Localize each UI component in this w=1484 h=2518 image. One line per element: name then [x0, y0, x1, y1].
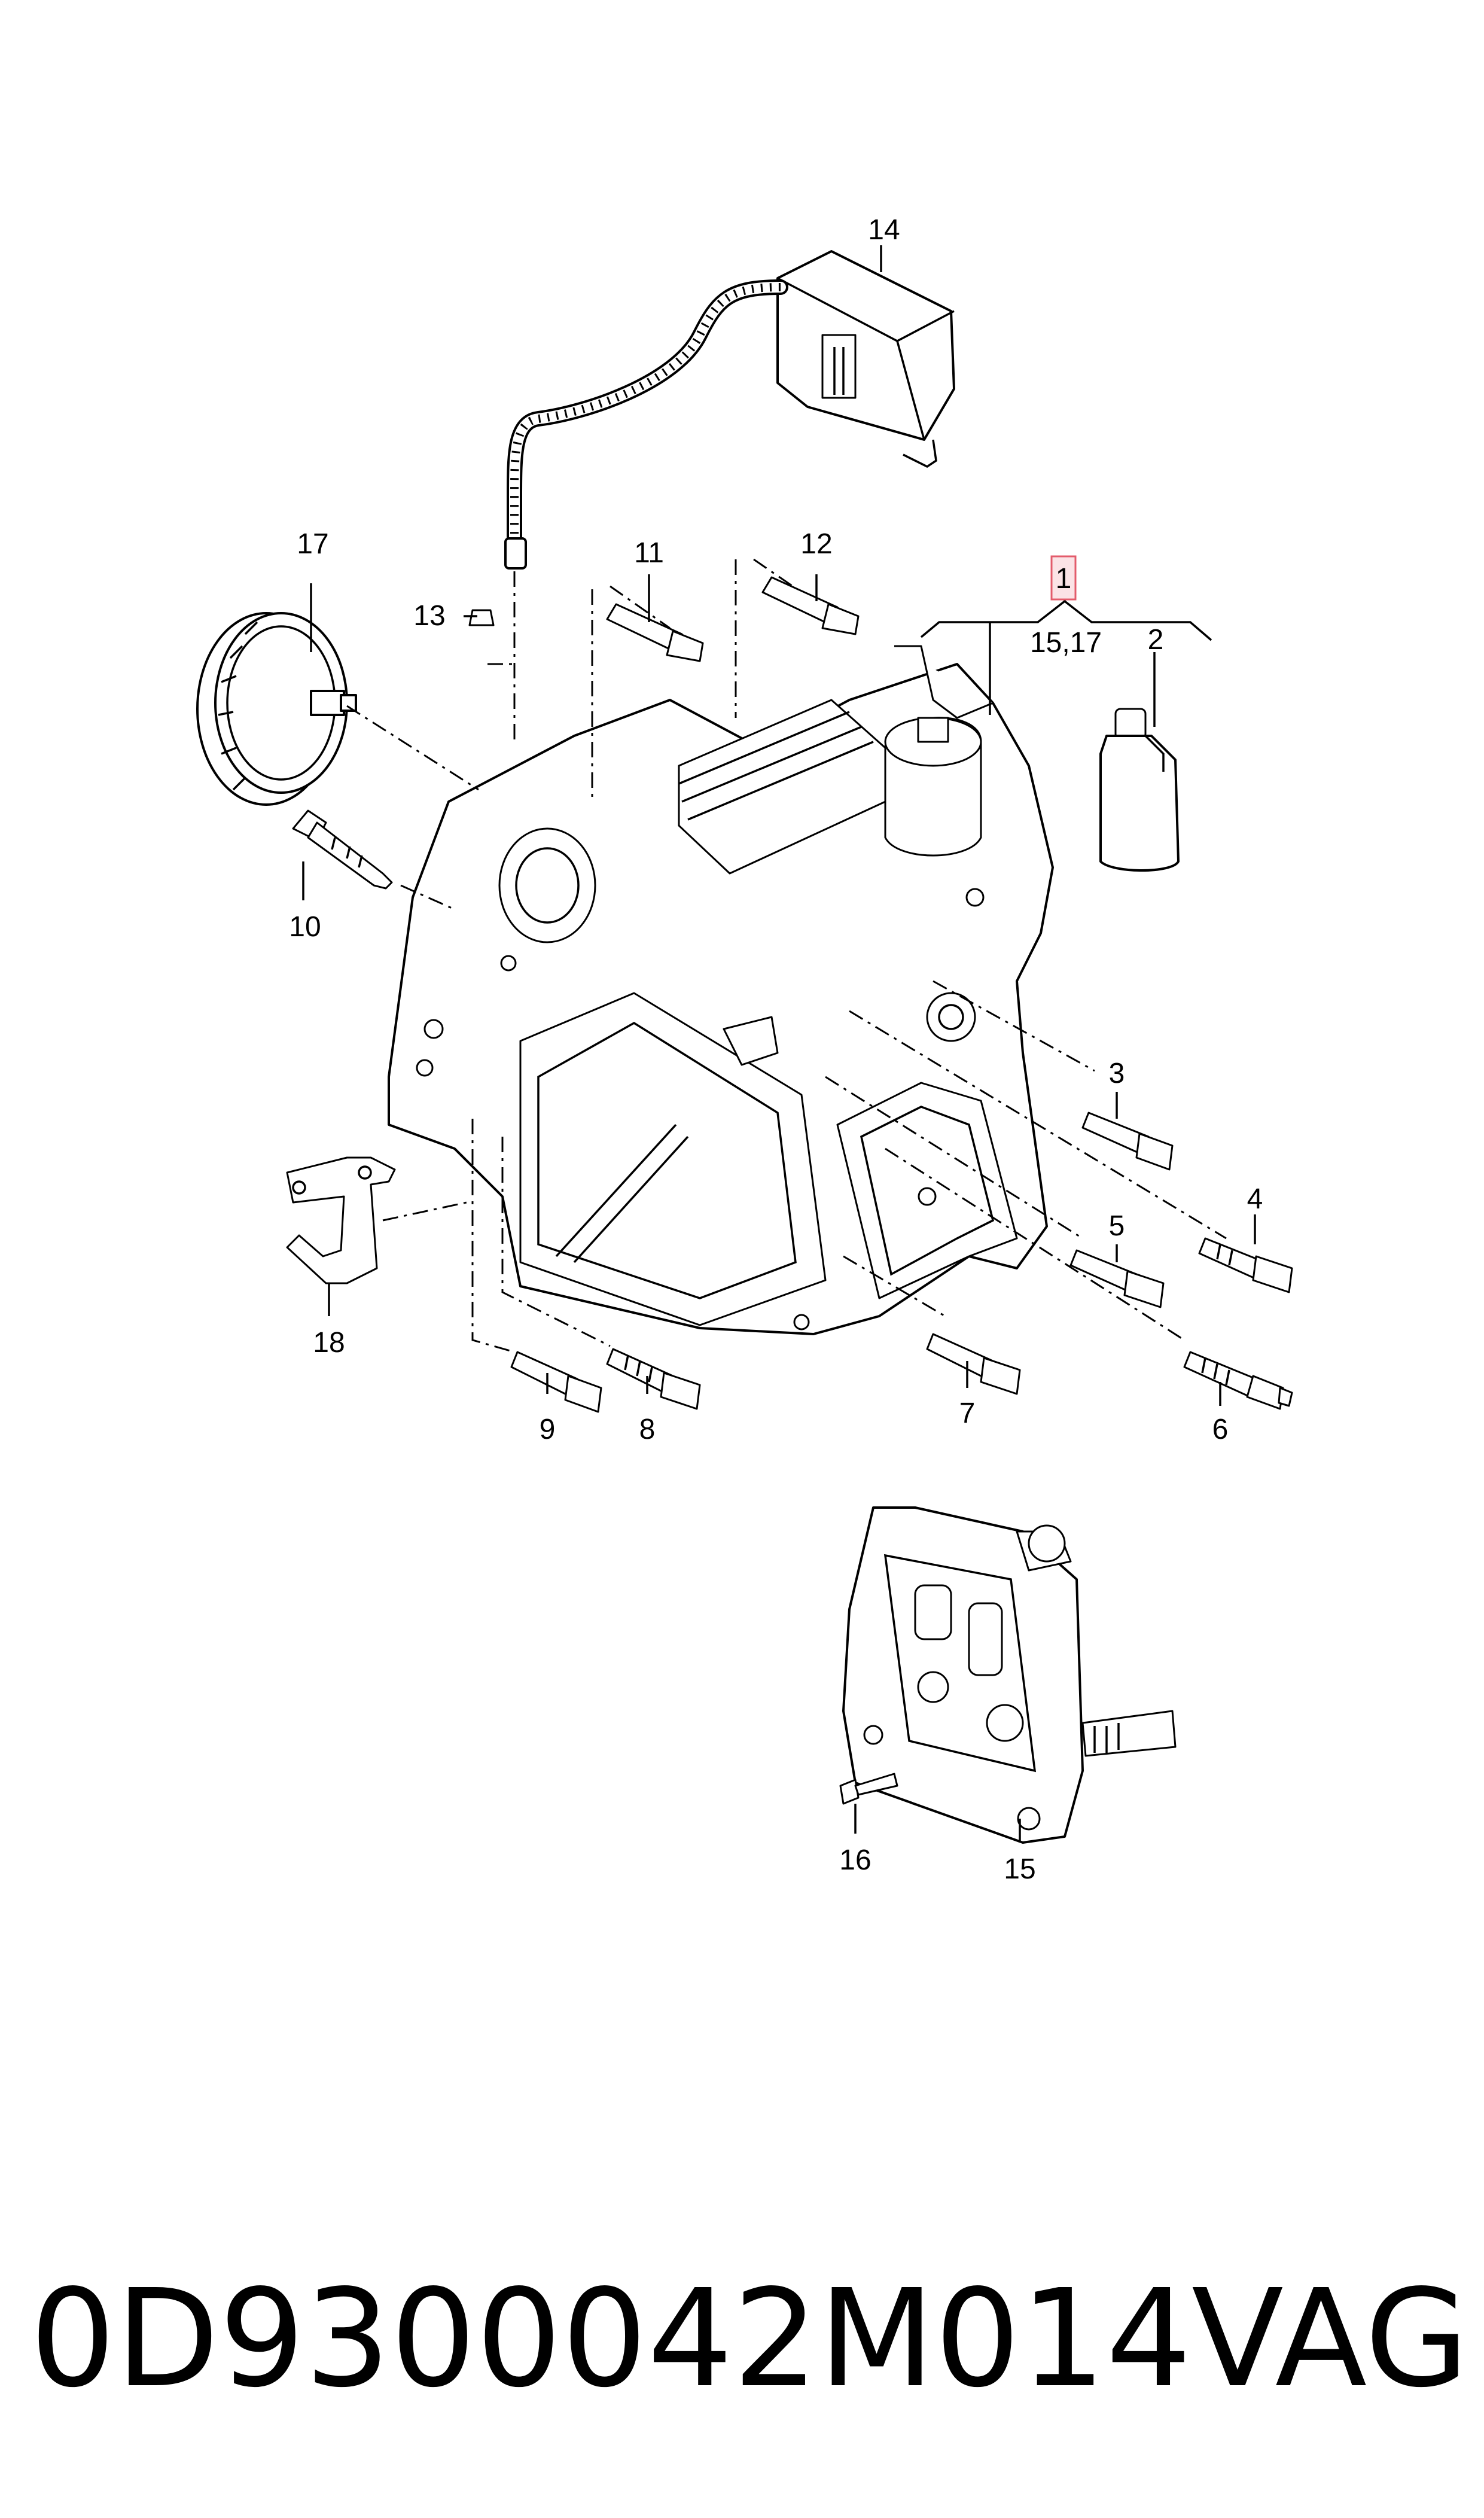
bolt-5: [1069, 1249, 1165, 1308]
callout-8: 8: [639, 1414, 656, 1445]
control-module: [776, 250, 955, 468]
footer-caption: 0D9300042M014 VAG: [30, 2261, 1469, 2417]
callout-13: 13: [413, 600, 445, 632]
callout-7: 7: [959, 1397, 976, 1429]
callout-12: 12: [800, 528, 832, 560]
bolt-12: [761, 576, 860, 635]
callout-1-highlight: [1050, 555, 1077, 601]
clutch-pack: [196, 612, 357, 806]
bolt-10: [292, 809, 393, 890]
callout-5: 5: [1109, 1210, 1125, 1242]
leader-lines: [346, 558, 1227, 1353]
plug-13: [468, 609, 495, 626]
callout-6: 6: [1212, 1414, 1229, 1445]
bolt-11: [606, 603, 704, 662]
part-number: 0D9300042M014: [30, 2261, 1192, 2417]
bolt-8: [606, 1348, 701, 1410]
callout-3: 3: [1109, 1058, 1125, 1089]
brand-name: VAG: [1192, 2261, 1469, 2417]
valve-body: [842, 1506, 1177, 1844]
oil-bottle: [1099, 708, 1180, 872]
callout-11: 11: [634, 537, 664, 569]
bolt-16: [839, 1773, 898, 1805]
callout-1: 1: [1056, 563, 1072, 595]
callout-16: 16: [839, 1844, 871, 1876]
bolt-6: [1183, 1351, 1293, 1410]
transmission-housing: [388, 645, 1054, 1335]
bolt-9: [510, 1351, 602, 1413]
callout-1-sub: 15,17: [1030, 627, 1102, 659]
callout-labels: 1 15,17 2 3 4 5 6 7 8 9 10 11 12 13 14 1…: [289, 214, 1263, 1885]
callout-15: 15: [1004, 1853, 1035, 1885]
callout-18: 18: [313, 1327, 345, 1359]
callout-17: 17: [297, 528, 328, 560]
bracket-18: [286, 1156, 396, 1284]
callout-4: 4: [1247, 1183, 1263, 1215]
wiring-harness: [504, 279, 788, 570]
callout-14: 14: [868, 214, 900, 246]
callout-2: 2: [1148, 624, 1164, 656]
bolt-3: [1081, 1112, 1174, 1171]
callout-ticks: [302, 245, 1256, 1843]
callout-9: 9: [540, 1414, 556, 1445]
callout-10: 10: [289, 911, 321, 943]
bolt-4: [1198, 1237, 1293, 1293]
bolt-7: [926, 1333, 1021, 1395]
